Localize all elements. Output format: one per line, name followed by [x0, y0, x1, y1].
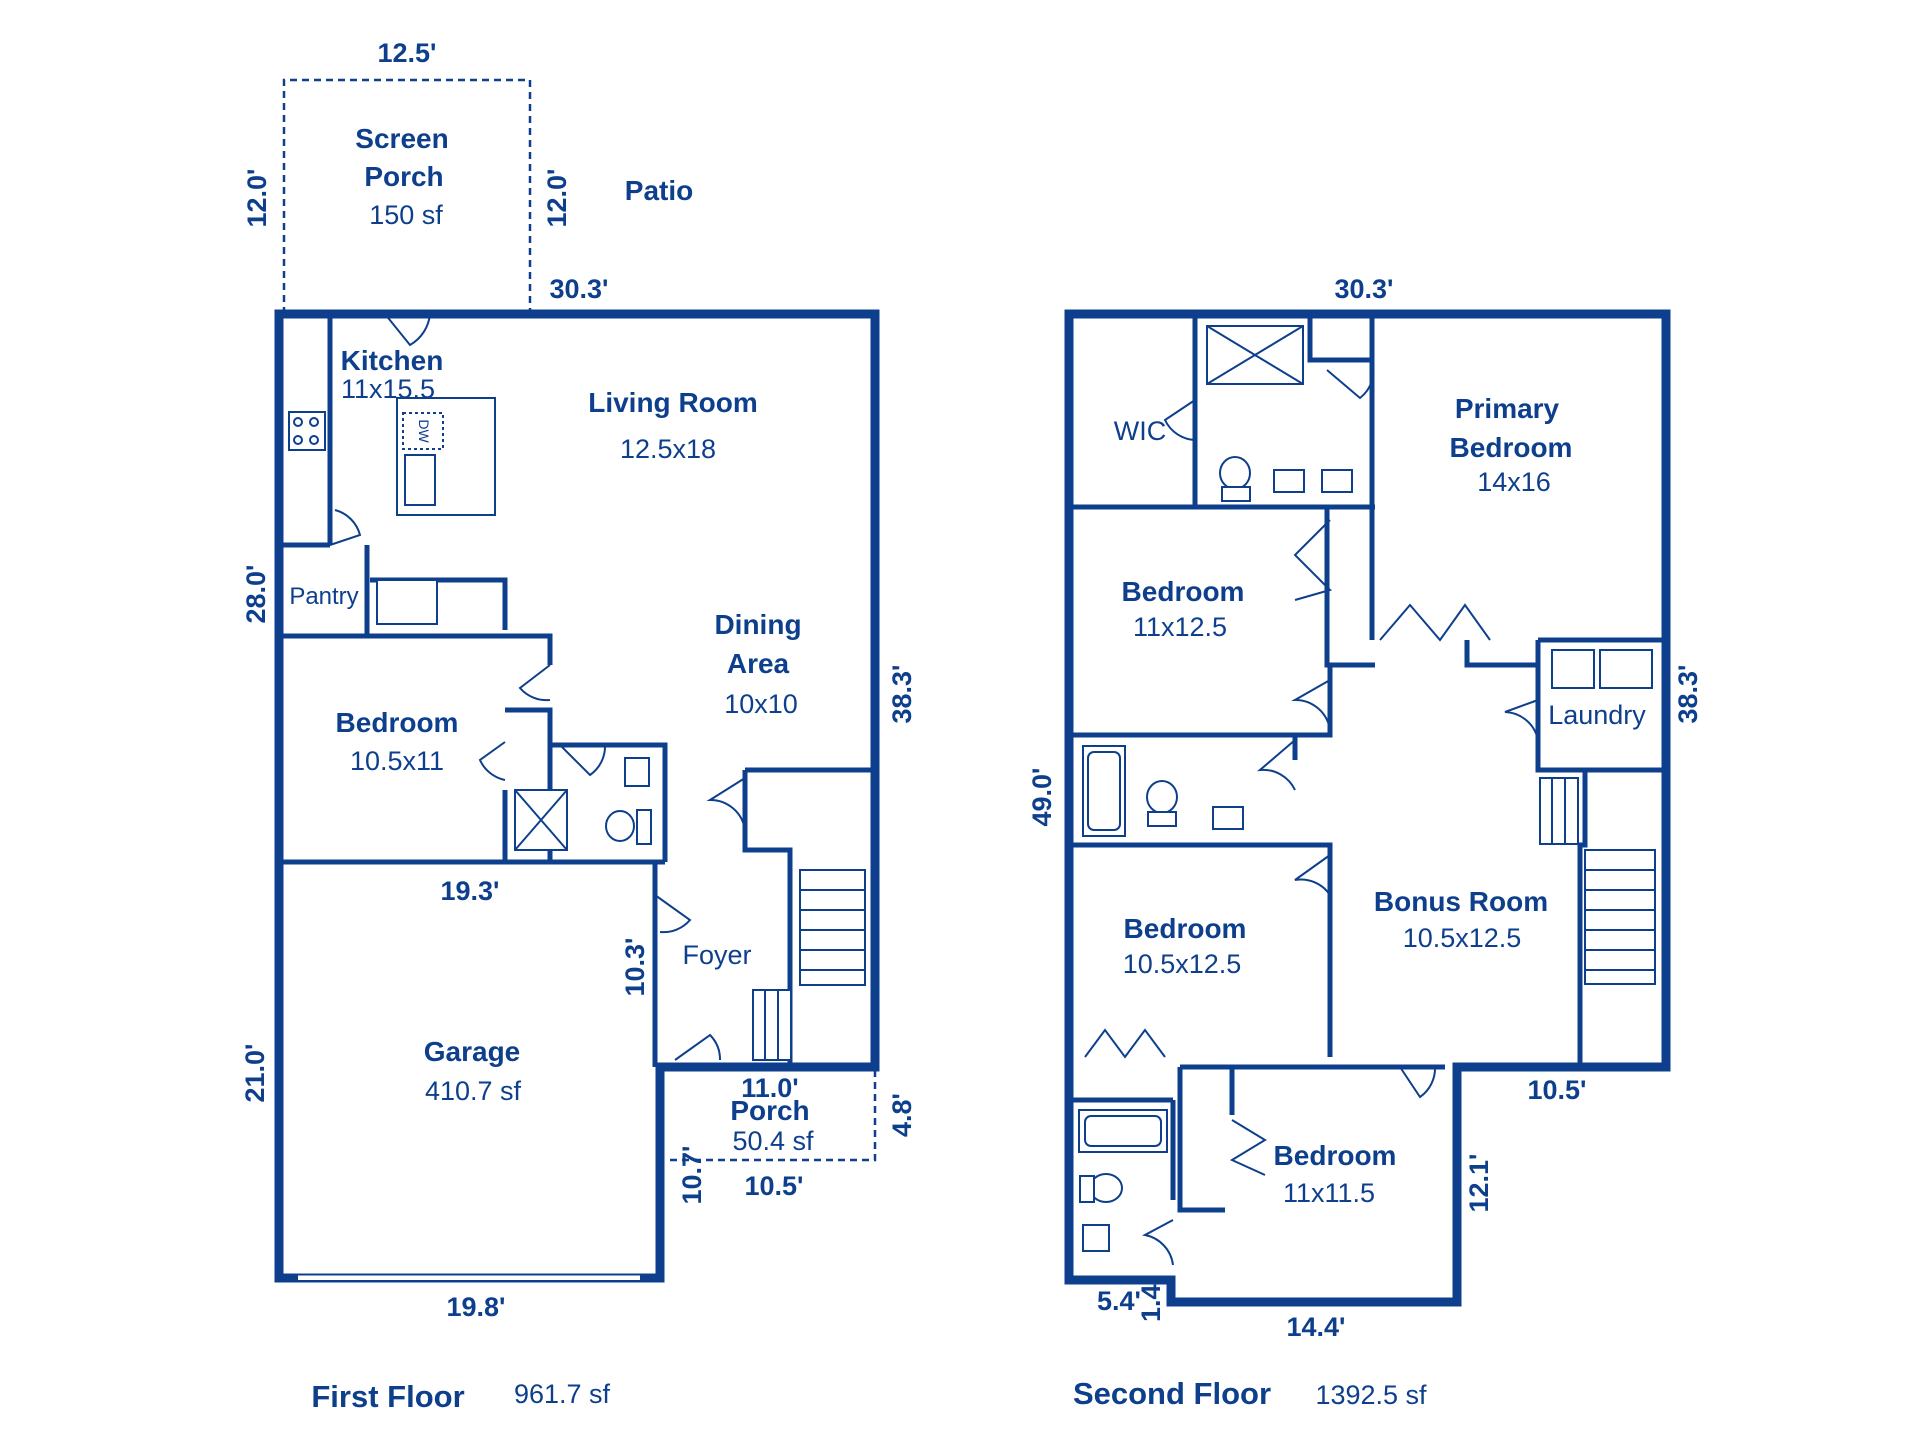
first-floor-title: First Floor	[311, 1379, 464, 1414]
screen-porch-area: 150 sf	[369, 200, 443, 230]
cooktop	[288, 411, 326, 451]
second-floor-plan: WIC Primary Bedroom 14x16 Bedroom 11x12.…	[1027, 274, 1703, 1411]
first-floor-exterior-wall	[274, 309, 880, 1283]
screen-porch-label-2: Porch	[364, 161, 443, 192]
primary-bedroom-label-2: Bedroom	[1450, 432, 1573, 463]
dim-second-right: 38.3'	[1673, 665, 1703, 724]
dim-first-right: 38.3'	[887, 665, 917, 724]
primary-bedroom-size: 14x16	[1477, 467, 1551, 497]
dim-second-bottom: 14.4'	[1287, 1312, 1346, 1342]
dim-porch-top: 11.0'	[741, 1073, 798, 1103]
dim-foyer: 10.3'	[620, 938, 650, 997]
dim-second-bottom-left: 5.4'	[1097, 1286, 1141, 1316]
dim-first-bottom: 19.8'	[447, 1292, 506, 1322]
wic-label: WIC	[1114, 416, 1166, 446]
second-floor-stairs	[1539, 777, 1656, 985]
dim-first-mid: 19.3'	[441, 876, 500, 906]
second-floor-exterior-wall	[1064, 309, 1671, 1307]
kitchen-size: 11x15.5	[341, 374, 435, 404]
dim-porch-right: 12.0'	[542, 169, 572, 228]
dim-porch-left-side: 10.7'	[677, 1146, 707, 1205]
patio-label: Patio	[625, 175, 693, 206]
dim-second-right-lower: 10.5'	[1528, 1075, 1587, 1105]
garage-label: Garage	[424, 1036, 521, 1067]
dim-second-top: 30.3'	[1335, 274, 1394, 304]
living-room-size: 12.5x18	[620, 434, 716, 464]
dim-second-small: 1.4'	[1136, 1278, 1166, 1322]
foyer-label: Foyer	[682, 940, 751, 970]
bedroom-2-size: 10.5x12.5	[1123, 949, 1242, 979]
kitchen-label: Kitchen	[341, 345, 444, 376]
dining-label-1: Dining	[714, 609, 801, 640]
dining-size: 10x10	[724, 689, 798, 719]
living-room-label: Living Room	[588, 387, 758, 418]
dim-first-top: 30.3'	[550, 274, 609, 304]
dim-first-left-upper: 28.0'	[241, 565, 271, 624]
dining-label-2: Area	[727, 648, 790, 679]
second-floor-title: Second Floor	[1073, 1376, 1271, 1411]
laundry-label: Laundry	[1548, 700, 1646, 730]
screen-porch-outline	[282, 78, 532, 314]
dw-label: DW	[416, 419, 432, 443]
bonus-room-size: 10.5x12.5	[1403, 923, 1522, 953]
dim-porch-bottom: 10.5'	[745, 1171, 804, 1201]
washer-dryer	[1599, 649, 1653, 689]
dim-second-left: 49.0'	[1027, 768, 1057, 827]
dim-first-left-lower: 21.0'	[240, 1044, 270, 1103]
dim-porch-width: 12.5'	[378, 38, 437, 68]
front-porch-label: Porch	[730, 1095, 809, 1126]
primary-bedroom-label-1: Primary	[1455, 393, 1560, 424]
pantry-label: Pantry	[289, 583, 358, 610]
bedroom-2-label: Bedroom	[1124, 913, 1247, 944]
bonus-room-label: Bonus Room	[1374, 886, 1548, 917]
front-porch-area: 50.4 sf	[732, 1126, 814, 1156]
bedroom-label: Bedroom	[336, 707, 459, 738]
screen-porch-label-1: Screen	[355, 123, 448, 154]
first-floor-area: 961.7 sf	[514, 1379, 611, 1409]
bedroom-1-label: Bedroom	[1122, 576, 1245, 607]
first-floor-stairs	[752, 869, 866, 1061]
first-floor-plan: Screen Porch 150 sf Patio Kitchen 11x15.…	[240, 38, 917, 1414]
dim-porch-left: 12.0'	[242, 169, 272, 228]
bedroom-1-size: 11x12.5	[1133, 612, 1227, 642]
bedroom-size: 10.5x11	[350, 746, 444, 776]
bedroom-3-label: Bedroom	[1274, 1140, 1397, 1171]
second-floor-area: 1392.5 sf	[1315, 1380, 1427, 1410]
front-porch-outline	[670, 1067, 877, 1162]
bedroom-3-size: 11x11.5	[1283, 1178, 1375, 1208]
garage-area: 410.7 sf	[425, 1076, 522, 1106]
dim-porch-side: 4.8'	[887, 1093, 917, 1137]
dim-bedroom-3-side: 12.1'	[1464, 1154, 1494, 1213]
